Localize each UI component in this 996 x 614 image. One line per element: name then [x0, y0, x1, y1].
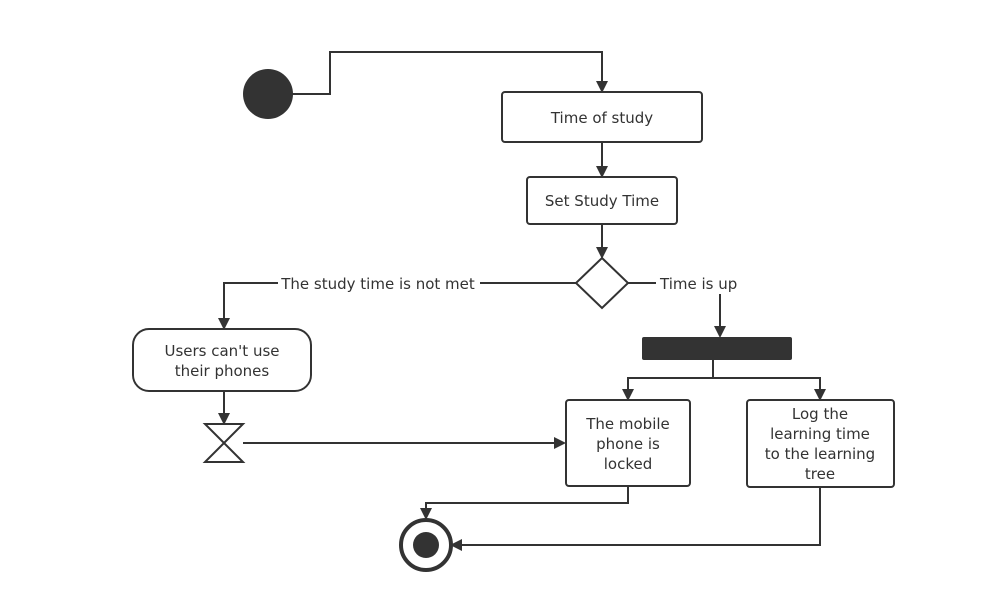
time-event-hourglass [202, 423, 246, 463]
log-time-line-3: to the learning [765, 445, 875, 463]
log-time-line-1: Log the [792, 405, 848, 423]
users-cant-use-line-2: their phones [175, 362, 270, 380]
action-time-of-study: Time of study [501, 91, 703, 143]
phone-locked-line-3: locked [604, 455, 653, 473]
action-users-cant-use-phones: Users can't use their phones [132, 328, 312, 392]
action-set-study-time: Set Study Time [526, 176, 678, 225]
edge-phone-locked-to-end [420, 486, 629, 520]
decision-node [574, 256, 630, 310]
edge-fork-to-log-time [713, 377, 826, 401]
log-time-line-2: learning time [770, 425, 870, 443]
action-time-of-study-label: Time of study [550, 109, 653, 127]
fork-bar [642, 337, 792, 360]
action-phone-locked: The mobile phone is locked [565, 399, 691, 487]
edge-label-not-met: The study time is not met [280, 275, 475, 293]
edges [224, 51, 826, 551]
edge-decision-to-users-cant-use [224, 282, 576, 328]
edge-start-to-time-of-study [292, 51, 608, 95]
edge-log-time-to-end [450, 487, 821, 551]
edge-fork-to-phone-locked [622, 360, 714, 401]
initial-node [243, 69, 293, 119]
action-log-learning-time: Log the learning time to the learning tr… [746, 399, 895, 488]
log-time-line-4: tree [805, 465, 835, 483]
users-cant-use-line-1: Users can't use [164, 342, 279, 360]
phone-locked-line-2: phone is [596, 435, 660, 453]
edge-label-time-up: Time is up [659, 275, 737, 293]
edge-decision-to-fork [628, 282, 720, 336]
final-node [399, 518, 453, 572]
phone-locked-line-1: The mobile [585, 415, 670, 433]
action-set-study-time-label: Set Study Time [545, 192, 659, 210]
